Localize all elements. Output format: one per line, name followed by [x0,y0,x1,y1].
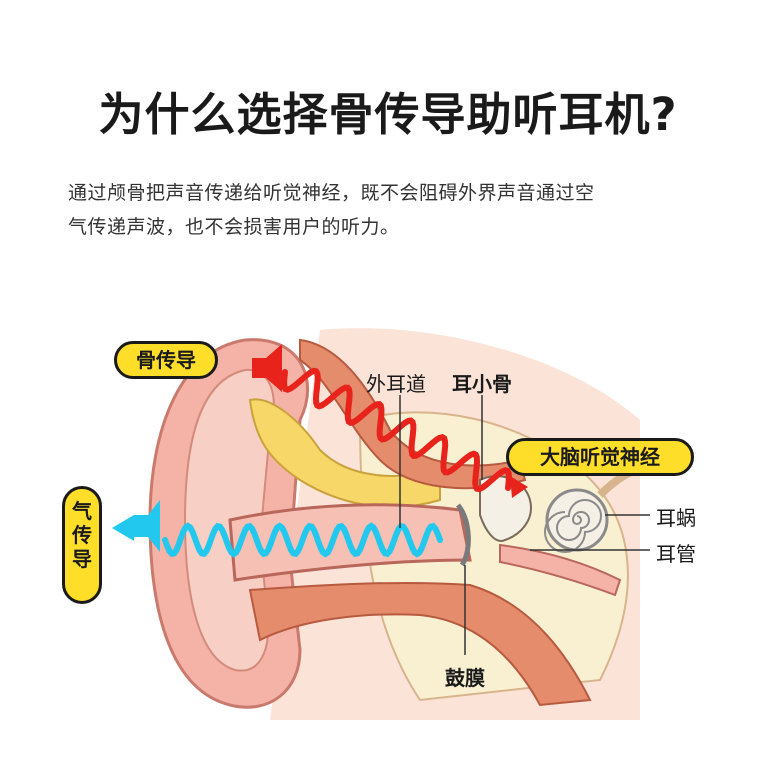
bone-wave-arrowhead [510,476,528,498]
label-bone-conduction: 骨传导 [114,341,218,379]
description-line-1: 通过颅骨把声音传递给听觉神经，既不会阻碍外界声音通过空 [68,182,595,204]
label-air-char-2: 传 [72,523,92,547]
cartilage [248,398,441,509]
cochlea-shape [545,488,609,552]
description-line-2: 气传递声波，也不会损害用户的听力。 [68,216,400,238]
label-eardrum: 鼓膜 [445,666,485,690]
label-air-char-3: 导 [72,547,92,571]
page-title: 为什么选择骨传导助听耳机? [98,88,678,141]
label-cochlea: 耳蜗 [656,506,696,530]
bone-conduction-wave [281,367,512,493]
description: 通过颅骨把声音传递给听觉神经，既不会阻碍外界声音通过空 气传递声波，也不会损害用… [68,176,718,244]
label-ossicles: 耳小骨 [452,372,512,396]
label-outer-ear-canal: 外耳道 [366,372,426,396]
label-air-conduction: 气 传 导 [62,486,102,604]
eardrum-shape [455,503,471,567]
cochlea-spiral [544,499,602,553]
label-air-char-1: 气 [72,499,92,523]
air-conduction-wave [162,522,443,558]
ear-anatomy-diagram [112,328,652,720]
bone-speaker-icon [252,344,282,392]
label-ear-tube: 耳管 [656,542,696,566]
air-speaker-icon [112,500,160,552]
lower-tissue [248,581,592,707]
ear-tube-shape [499,543,622,597]
label-auditory-nerve: 大脑听觉神经 [506,438,694,476]
